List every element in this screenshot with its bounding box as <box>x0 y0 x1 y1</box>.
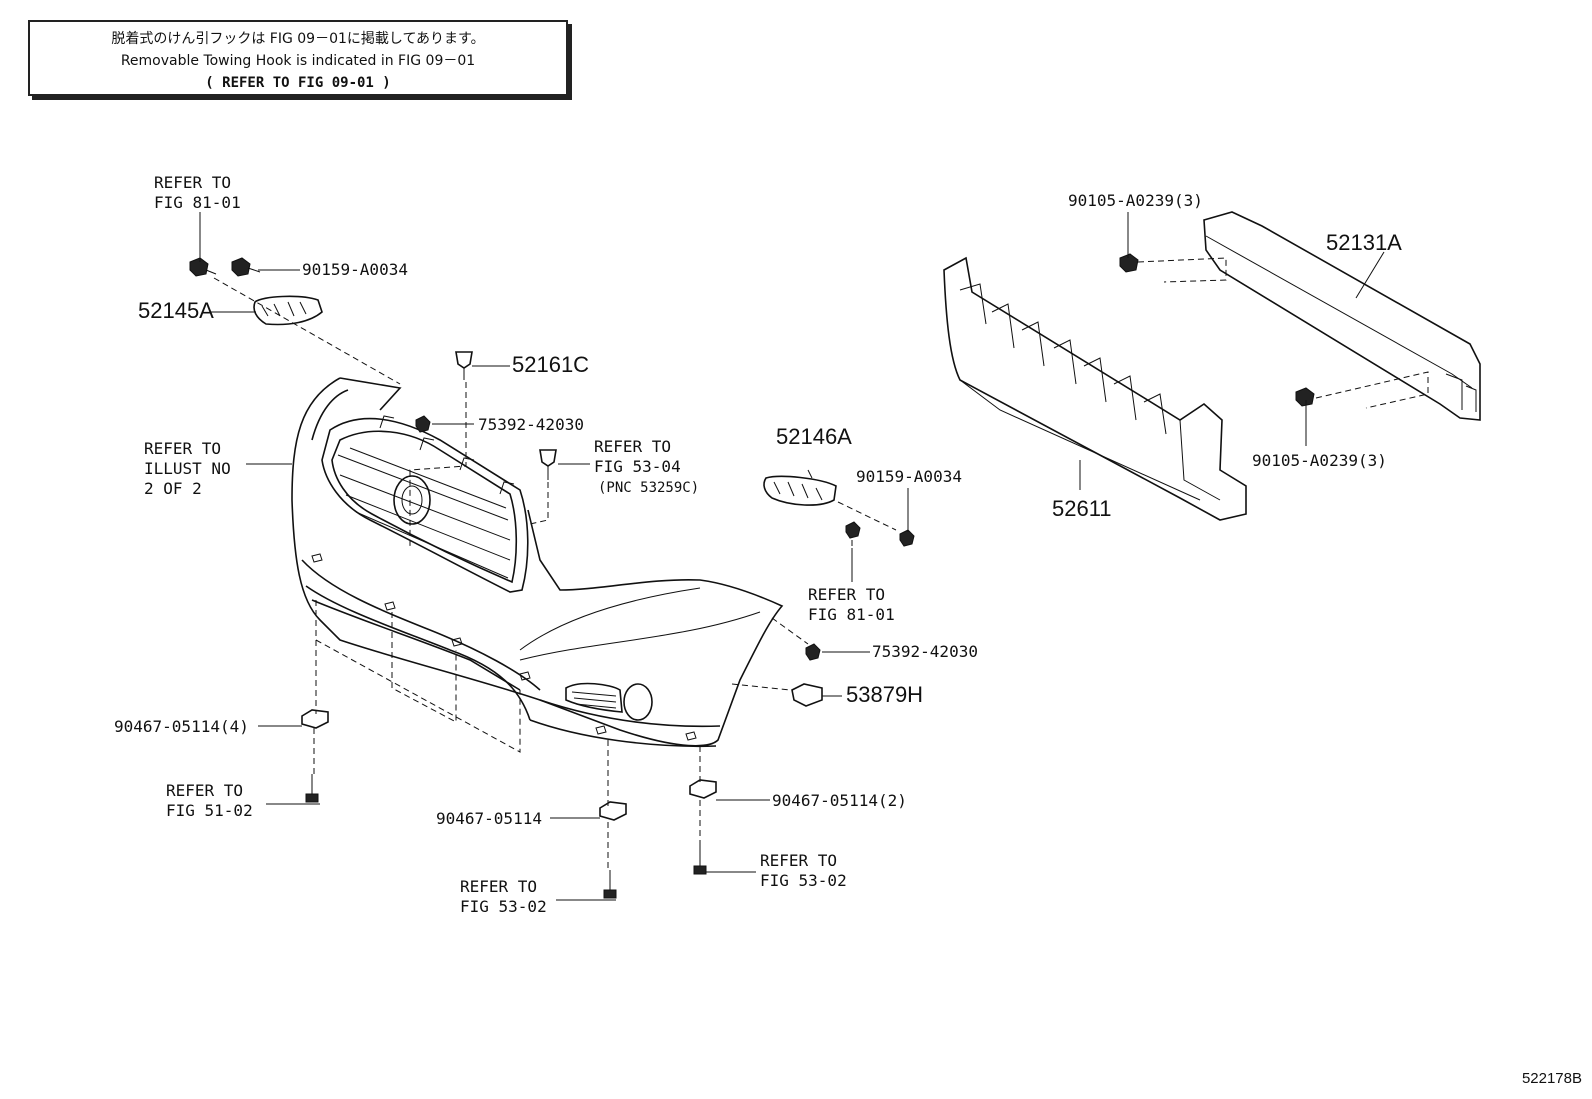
reinforcement-52131A <box>1137 211 1481 421</box>
label-52161c: 52161C <box>512 352 589 377</box>
label-refer-illust-a: REFER TO <box>144 439 221 458</box>
label-90467-05114-4: 90467-05114(4) <box>114 717 249 736</box>
towing-hook-notice: 脱着式のけん引フックは FIG 09－01に掲載してあります。 Removabl… <box>28 20 568 96</box>
label-refer-81-01-top-b: FIG 81-01 <box>154 193 241 212</box>
part-labels: REFER TO FIG 81-01 90159-A0034 52145A 52… <box>114 173 1402 916</box>
label-refer-53-04-b: FIG 53-04 <box>594 457 681 476</box>
label-52145a: 52145A <box>138 298 214 323</box>
label-90159-a0034-right: 90159-A0034 <box>856 467 962 486</box>
label-refer-53-04-a: REFER TO <box>594 437 671 456</box>
label-refer-81-01-top-a: REFER TO <box>154 173 231 192</box>
label-90159-a0034-left: 90159-A0034 <box>302 260 408 279</box>
leader-lines <box>199 212 1385 901</box>
label-refer-53-02-left-b: FIG 53-02 <box>460 897 547 916</box>
label-refer-53-02-right-a: REFER TO <box>760 851 837 870</box>
figure-id: 522178B <box>1521 1070 1582 1087</box>
notice-japanese: 脱着式のけん引フックは FIG 09－01に掲載してあります。 <box>111 31 485 47</box>
label-refer-53-02-right-b: FIG 53-02 <box>760 871 847 890</box>
notice-reference: ( REFER TO FIG 09-01 ) <box>205 75 391 91</box>
notice-english: Removable Towing Hook is indicated in FI… <box>120 53 476 69</box>
bumper-cover <box>291 377 784 748</box>
label-52611: 52611 <box>1052 496 1112 521</box>
label-53879h: 53879H <box>846 682 923 707</box>
label-52131a: 52131A <box>1326 230 1402 255</box>
label-75392-42030-mid: 75392-42030 <box>872 642 978 661</box>
label-90467-05114-2: 90467-05114(2) <box>772 791 907 810</box>
label-refer-53-02-left-a: REFER TO <box>460 877 537 896</box>
label-refer-illust-b: ILLUST NO <box>144 459 231 478</box>
label-90105-a0239-bottom: 90105-A0239(3) <box>1252 451 1387 470</box>
label-75392-42030-top: 75392-42030 <box>478 415 584 434</box>
radiator-grille <box>321 415 529 593</box>
label-52146a: 52146A <box>776 424 852 449</box>
label-refer-81-01-mid-b: FIG 81-01 <box>808 605 895 624</box>
label-refer-illust-c: 2 OF 2 <box>144 479 202 498</box>
label-pnc-53259c: (PNC 53259C) <box>598 480 699 496</box>
retainer-52146A <box>763 475 837 506</box>
label-refer-51-02-a: REFER TO <box>166 781 243 800</box>
fasteners <box>189 253 1315 899</box>
energy-absorber-52611 <box>943 256 1247 521</box>
label-90467-05114: 90467-05114 <box>436 809 542 828</box>
label-refer-51-02-b: FIG 51-02 <box>166 801 253 820</box>
label-refer-81-01-mid-a: REFER TO <box>808 585 885 604</box>
retainer-52145A <box>253 295 323 326</box>
label-90105-a0239-top: 90105-A0239(3) <box>1068 191 1203 210</box>
